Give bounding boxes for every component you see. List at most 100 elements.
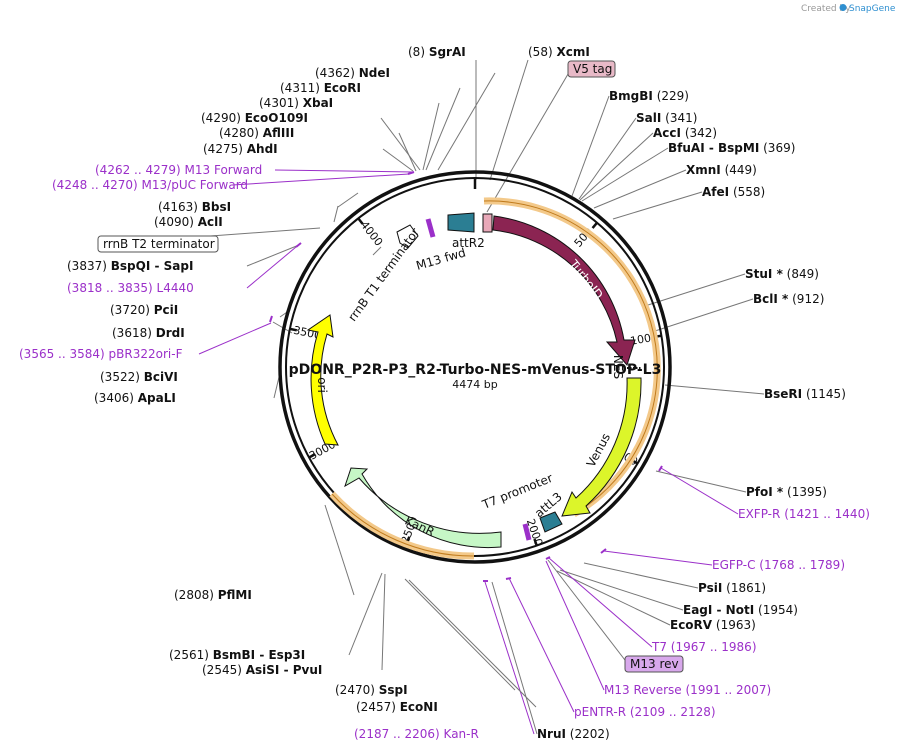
label-sali[interactable]: SalI (341)	[636, 111, 697, 125]
label-ecoo109i[interactable]: (4290) EcoO109I	[201, 111, 308, 125]
leader-pentrr	[508, 577, 575, 713]
feature-m13-fwd-mark	[425, 218, 436, 238]
leader-acci	[579, 132, 654, 201]
label-box-rrnbt2	[97, 235, 219, 253]
label-pentrr[interactable]: pENTR-R (2109 .. 2128)	[574, 705, 716, 719]
label-exfpr[interactable]: EXFP-R (1421 .. 1440)	[738, 507, 870, 521]
label-xcmi[interactable]: (58) XcmI	[528, 45, 590, 59]
label-bcivi[interactable]: (3522) BciVI	[100, 370, 178, 384]
label-ndei[interactable]: (4362) NdeI	[315, 66, 390, 80]
leader-asisi	[381, 573, 386, 671]
leader-nrui	[491, 581, 538, 735]
tick-label-4000: 4000	[358, 219, 386, 249]
leader-ecori	[425, 87, 461, 171]
leader-bbsi	[337, 192, 359, 208]
label-bmgbi[interactable]: BmgBI (229)	[609, 89, 689, 103]
highlight-arc-insert-edge	[483, 200, 658, 515]
feature-turboid-arrow[interactable]	[492, 215, 636, 366]
label-stui[interactable]: StuI * (849)	[745, 267, 819, 281]
leader-v5tag	[486, 68, 572, 213]
leader-eagi	[559, 569, 684, 611]
credit-prefix: Created by	[801, 4, 851, 14]
tick-mark-2000	[533, 538, 538, 547]
leader-bspqi	[246, 244, 300, 267]
label-seri[interactable]: BseRI (1145)	[764, 387, 846, 401]
label-bsmbi[interactable]: (2561) BsmBI - Esp3I	[169, 648, 305, 662]
tick-mark-500	[591, 221, 599, 229]
label-xbai[interactable]: (4301) XbaI	[259, 96, 333, 110]
leader-lines	[100, 59, 765, 735]
feature-ori-label: ori	[315, 377, 329, 393]
leader-m13puc	[231, 173, 410, 186]
label-eagi[interactable]: EagI - NotI (1954)	[683, 603, 798, 617]
leader-seri	[664, 384, 765, 395]
leader-ecorv	[556, 570, 671, 626]
leader-m13fwd	[274, 169, 415, 173]
label-m13puc[interactable]: (4248 .. 4270) M13/pUC Forward	[52, 178, 248, 192]
label-apali[interactable]: (3406) ApaLI	[94, 391, 176, 405]
label-pcii[interactable]: (3720) PciI	[110, 303, 178, 317]
label-t7[interactable]: T7 (1967 .. 1986)	[651, 640, 757, 654]
label-m13fwd[interactable]: (4262 .. 4279) M13 Forward	[95, 163, 262, 177]
label-psti[interactable]: PsiI (1861)	[698, 581, 766, 595]
label-box-v5tag	[567, 60, 616, 78]
leader-egfpc	[603, 550, 713, 566]
label-ahdi[interactable]: (4275) AhdI	[203, 142, 278, 156]
feature-attl3-arrow[interactable]	[539, 511, 563, 533]
label-nrui[interactable]: NruI (2202)	[537, 727, 610, 741]
leader-t7	[548, 557, 653, 648]
label-ecorv[interactable]: EcoRV (1963)	[670, 618, 756, 632]
feature-kanr-arrow[interactable]	[344, 467, 502, 549]
snapgene-logo-icon	[839, 4, 847, 11]
label-drdi[interactable]: (3618) DrdI	[112, 326, 185, 340]
label-rrnbt2[interactable]: rrnB T2 terminator	[103, 237, 215, 251]
label-sgrai[interactable]: (8) SgrAI	[408, 45, 466, 59]
tick-mark-3500	[289, 327, 297, 332]
label-econi[interactable]: (2457) EcoNI	[356, 700, 438, 714]
label-sspi[interactable]: (2470) SspI	[335, 683, 408, 697]
label-m13rev[interactable]: M13 rev	[630, 657, 679, 671]
label-bfuai[interactable]: BfuAI - BspMI (369)	[668, 141, 795, 155]
leader-ndei	[437, 72, 496, 171]
tick-mark-4000	[357, 217, 364, 225]
credit-brand: SnapGene	[849, 4, 896, 14]
leader-psti	[583, 562, 699, 589]
label-egfpc[interactable]: EGFP-C (1768 .. 1789)	[712, 558, 845, 572]
label-bcli[interactable]: BclI * (912)	[753, 292, 824, 306]
leader-m13reverse	[545, 560, 605, 691]
leader-bfuai	[581, 147, 669, 202]
leader-xcmi	[489, 59, 529, 181]
label-l4440[interactable]: (3818 .. 3835) L4440	[67, 281, 194, 295]
label-pflmi[interactable]: (2808) PflMI	[174, 588, 252, 602]
feature-rrnb-t2-mark	[372, 246, 382, 256]
label-ecori[interactable]: (4311) EcoRI	[280, 81, 361, 95]
backbone-outer-ring	[278, 170, 672, 564]
label-acli[interactable]: (4090) AclI	[154, 215, 223, 229]
label-pfoi[interactable]: PfoI * (1395)	[746, 485, 827, 499]
feature-attr2-arrow[interactable]	[447, 212, 475, 233]
primer-marks	[269, 171, 663, 582]
label-afei[interactable]: AfeI (558)	[702, 185, 765, 199]
label-m13reverse[interactable]: M13 Reverse (1991 .. 2007)	[604, 683, 771, 697]
leader-m13rev	[547, 559, 629, 665]
label-kanrp[interactable]: (2187 .. 2206) Kan-R	[354, 727, 479, 741]
plasmid-length: 4474 bp	[452, 378, 497, 391]
label-asisi[interactable]: (2545) AsiSI - PvuI	[202, 663, 322, 677]
label-bbsi[interactable]: (4163) BbsI	[158, 200, 231, 214]
label-acci[interactable]: AccI (342)	[653, 126, 717, 140]
feature-ori-arrow[interactable]	[306, 314, 339, 446]
label-xmni[interactable]: XmnI (449)	[686, 163, 757, 177]
snapgene-credit: Created by SnapGene	[801, 4, 896, 14]
feature-t7-promoter-mark	[522, 523, 532, 541]
feature-rrnb-t1-arrow	[396, 224, 419, 249]
label-aflii[interactable]: (4280) AflIII	[219, 126, 294, 140]
leader-bmgbi	[571, 95, 610, 197]
feature-venus-arrow[interactable]	[561, 377, 642, 517]
leader-afei	[612, 191, 703, 220]
label-pbr322[interactable]: (3565 .. 3584) pBR322ori-F	[19, 347, 183, 361]
tick-mark-3000	[308, 453, 316, 459]
label-v5tag[interactable]: V5 tag	[573, 62, 612, 76]
label-bspqi[interactable]: (3837) BspQI - SapI	[67, 259, 193, 273]
